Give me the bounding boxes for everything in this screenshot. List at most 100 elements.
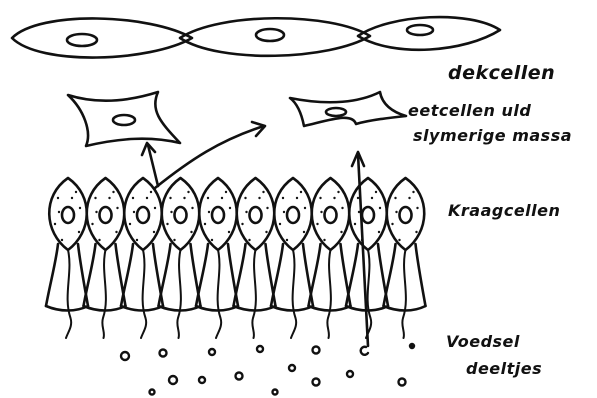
food-particle	[347, 371, 353, 377]
food-particle	[289, 365, 295, 371]
feeding-cell-nucleus	[113, 115, 135, 125]
collar-cell-granule	[170, 197, 172, 199]
food-particle	[150, 390, 155, 395]
collar-cell-granule	[395, 197, 397, 199]
collar-cell-nucleus	[250, 207, 262, 223]
collar-cell-flagellum	[66, 250, 71, 338]
cover-cell-nucleus	[256, 29, 284, 41]
collar-cell-granule	[324, 239, 326, 241]
food-particle	[399, 379, 406, 386]
collar-cell-granule	[286, 239, 288, 241]
collar-cell-body	[274, 178, 312, 250]
collar-cell-granule	[246, 211, 248, 213]
collar-cell-granule	[229, 207, 231, 209]
food-particle	[273, 390, 278, 395]
food-particle	[209, 349, 215, 355]
collar-cell-granule	[417, 207, 419, 209]
collar-cell-granule	[188, 191, 190, 193]
collar-cell-granule	[357, 197, 359, 199]
collar-cell-body	[387, 178, 425, 250]
collar-cell-granule	[279, 223, 281, 225]
collar-cell-granule	[283, 211, 285, 213]
collar-cell-collar-rim	[121, 306, 163, 311]
collar-cell-granule	[153, 231, 155, 233]
collar-cell-granule	[320, 197, 322, 199]
food-particle	[410, 344, 414, 348]
collar-cell-granule	[61, 239, 63, 241]
collar-cell-nucleus	[137, 207, 149, 223]
collar-cell-body	[49, 178, 87, 250]
collar-cell-granule	[249, 239, 251, 241]
collar-cell-granule	[371, 197, 373, 199]
collar-cell-granule	[321, 211, 323, 213]
collar-cell-granule	[354, 223, 356, 225]
collar-cell-granule	[207, 197, 209, 199]
collar-cell-flagellum	[291, 250, 296, 338]
collar-cell-body	[237, 178, 275, 250]
collar-cell-granule	[192, 207, 194, 209]
collar-cell-granule	[245, 197, 247, 199]
collar-cell-nucleus	[325, 207, 337, 223]
collar-cell-granule	[109, 197, 111, 199]
collar-cell-granule	[136, 239, 138, 241]
collar-cell-granule	[133, 211, 135, 213]
cover-cell-1	[12, 18, 192, 57]
collar-cell-granule	[300, 191, 302, 193]
collar-cell-granule	[129, 223, 131, 225]
collar-cell-flagellum	[327, 250, 331, 338]
label-kraagcellen: Kraagcellen	[448, 201, 560, 220]
collar-cell-granule	[267, 207, 269, 209]
food-particle-layer	[121, 344, 414, 395]
collar-cell-granule	[191, 231, 193, 233]
collar-cell-collar-rim	[46, 306, 88, 311]
collar-cell-granule	[409, 197, 411, 199]
collar-cell-granule	[92, 223, 94, 225]
collar-cell-flagellum	[402, 250, 406, 338]
collar-cell-flagellum	[141, 250, 146, 338]
collar-cell-granule	[146, 197, 148, 199]
collar-cell-nucleus	[400, 207, 412, 223]
collar-cell-granule	[358, 211, 360, 213]
collar-cell-granule	[79, 207, 81, 209]
collar-cell-granule	[78, 231, 80, 233]
collar-cell-nucleus	[62, 207, 74, 223]
collar-cell-body	[312, 178, 350, 250]
collar-cell-granule	[54, 223, 56, 225]
collar-cell-collar-rim	[196, 306, 238, 311]
food-particle	[160, 350, 167, 357]
collar-cell-granule	[361, 239, 363, 241]
collar-cell-body	[162, 178, 200, 250]
collar-cell-granule	[341, 231, 343, 233]
collar-cell-granule	[171, 211, 173, 213]
collar-cell-granule	[228, 231, 230, 233]
collar-cell-granule	[379, 207, 381, 209]
cover-cell-2	[180, 18, 370, 56]
collar-cell-granule	[208, 211, 210, 213]
collar-cell-granule	[296, 197, 298, 199]
collar-cell-granule	[304, 207, 306, 209]
food-particle	[199, 377, 205, 383]
collar-cell-granule	[132, 197, 134, 199]
food-particle	[361, 347, 368, 355]
collar-cell-nucleus	[100, 207, 112, 223]
collar-cell-granule	[116, 231, 118, 233]
collar-cell-granule	[95, 197, 97, 199]
feeding-cell-left	[68, 92, 180, 146]
food-particle	[121, 352, 129, 360]
collar-cell-body	[124, 178, 162, 250]
collar-cell-granule	[184, 197, 186, 199]
collar-cell	[234, 178, 276, 338]
collar-cell-granule	[263, 191, 265, 193]
collar-cell-layer	[46, 178, 426, 338]
collar-cell	[159, 178, 201, 338]
label-voedsel-line1: Voedsel	[446, 332, 520, 351]
collar-cell-nucleus	[175, 207, 187, 223]
food-particle	[169, 376, 177, 384]
collar-cell-granule	[413, 191, 415, 193]
label-eetcellen-line2: slymerige massa	[413, 126, 572, 145]
feeding-cell-nucleus	[326, 108, 346, 116]
collar-cell-granule	[221, 197, 223, 199]
collar-cell-granule	[167, 223, 169, 225]
collar-cell-granule	[392, 223, 394, 225]
